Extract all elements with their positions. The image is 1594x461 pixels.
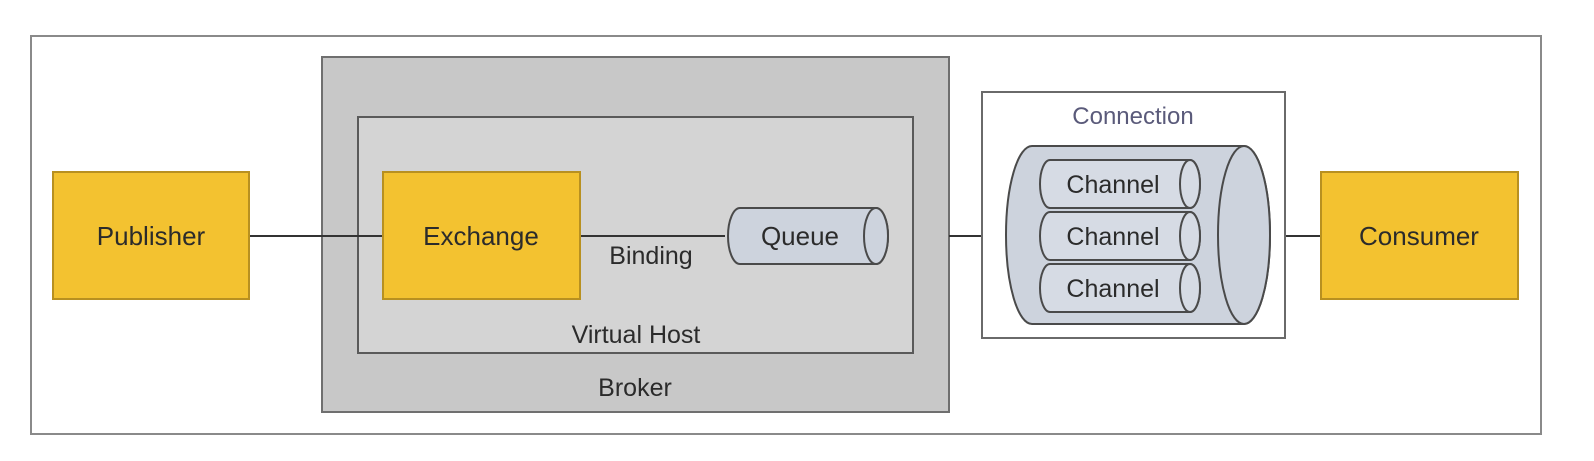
connection-label: Connection [1072, 103, 1193, 130]
broker-label: Broker [598, 374, 672, 402]
channel-label: Channel [1066, 275, 1159, 303]
channel-label: Channel [1066, 171, 1159, 199]
channel-1: Channel [1039, 159, 1201, 209]
consumer-node [1320, 171, 1519, 300]
virtual-host-label: Virtual Host [572, 321, 701, 349]
exchange-node [382, 171, 581, 300]
queue-node: Queue [727, 207, 889, 265]
queue-label: Queue [761, 221, 839, 251]
binding-label: Binding [609, 242, 692, 270]
publisher-label: Publisher [97, 221, 206, 251]
channel-2: Channel [1039, 211, 1201, 261]
channel-label: Channel [1066, 223, 1159, 251]
channel-3: Channel [1039, 263, 1201, 313]
consumer-label: Consumer [1359, 221, 1479, 251]
exchange-label: Exchange [423, 221, 539, 251]
publisher-node [52, 171, 250, 300]
